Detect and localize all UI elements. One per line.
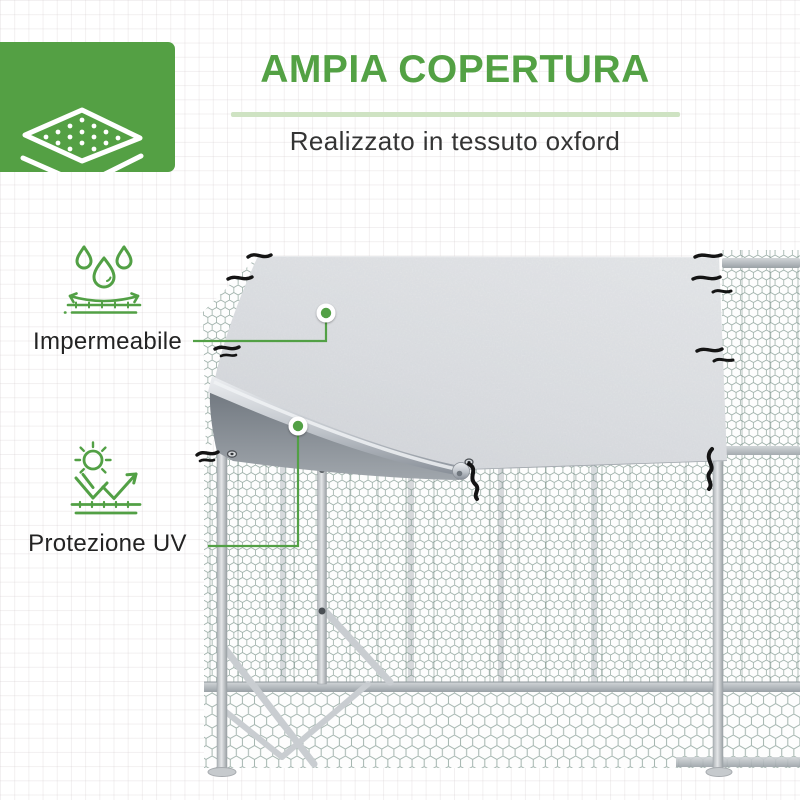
feature-protezione-uv: Protezione UV: [0, 530, 215, 558]
tarp-curl: [452, 462, 470, 480]
tarp-underside: [209, 388, 459, 480]
uv-protection-icon: [70, 441, 142, 515]
tarp-cover: [195, 253, 735, 501]
callout-protezione-uv: [208, 416, 308, 548]
page-title: AMPIA COPERTURA: [260, 48, 650, 91]
feature-impermeabile: Impermeabile: [0, 328, 215, 356]
front-bottom-rail: [204, 682, 800, 692]
right-frame-pole: [712, 451, 724, 771]
bungee-ties: [195, 253, 735, 501]
left-frame-pole: [216, 449, 228, 771]
door-frame-pole: [317, 467, 327, 685]
roof-ridge-bar: [722, 258, 800, 268]
roof-eave-bar: [716, 446, 800, 457]
title-divider: [231, 112, 680, 117]
waterproof-droplets-icon: [63, 245, 142, 314]
tarp-fold-roll: [208, 376, 462, 476]
callout-impermeabile: [193, 303, 336, 343]
fabric-layers-icon: [0, 42, 175, 172]
feature-label-protezione-uv: Protezione UV: [28, 530, 187, 557]
header-block: AMPIA COPERTURA: [230, 48, 680, 92]
grommet-eyelets: [226, 450, 474, 466]
feature-label-impermeabile: Impermeabile: [33, 328, 182, 355]
callout-dot-protezione-uv: [292, 420, 304, 432]
callout-dot-impermeabile: [320, 307, 332, 319]
frame-braces: [222, 608, 394, 768]
pole-feet: [207, 767, 733, 777]
page-subtitle: Realizzato in tessuto oxford: [289, 126, 621, 156]
